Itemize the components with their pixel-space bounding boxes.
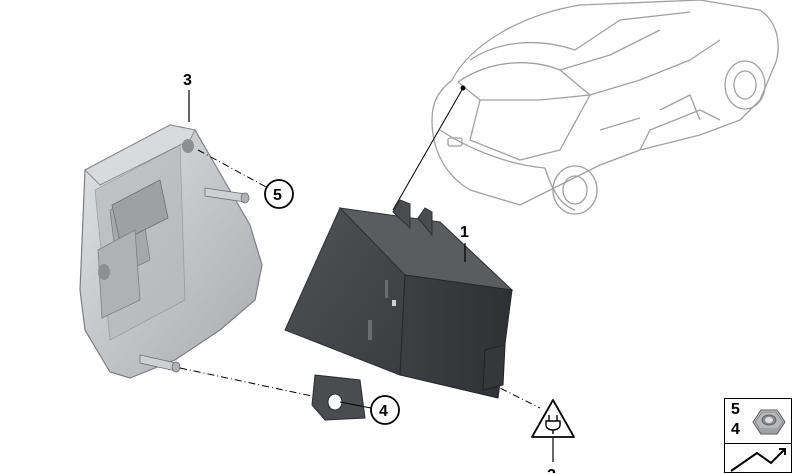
mounting-bracket — [79, 124, 263, 379]
callout-4-tail — [339, 401, 372, 409]
vehicle-outline — [431, 0, 779, 215]
leader-line-5 — [197, 149, 269, 189]
legend-row-nut: 5 4 — [725, 399, 791, 444]
callout-5-label: 5 — [273, 187, 282, 204]
leader-dot — [460, 85, 466, 91]
control-module — [284, 199, 514, 421]
callout-2-label: 2 — [547, 467, 556, 473]
arrow-icon — [730, 448, 786, 472]
hex-nut-icon — [752, 409, 786, 435]
callout-1-label: 1 — [460, 224, 469, 241]
callout-4-circle — [370, 395, 400, 425]
electrical-warning-icon — [531, 399, 575, 438]
callout-4-label: 4 — [379, 403, 388, 420]
callout-3-label: 3 — [183, 72, 192, 89]
leader-line-car — [392, 87, 464, 211]
leader-line-2 — [487, 381, 541, 409]
legend-label-4: 4 — [731, 421, 740, 438]
legend-label-5: 5 — [731, 401, 740, 418]
legend-row-arrow — [725, 443, 791, 474]
callout-5-circle — [264, 179, 294, 209]
fastener-legend: 5 4 — [724, 398, 792, 473]
